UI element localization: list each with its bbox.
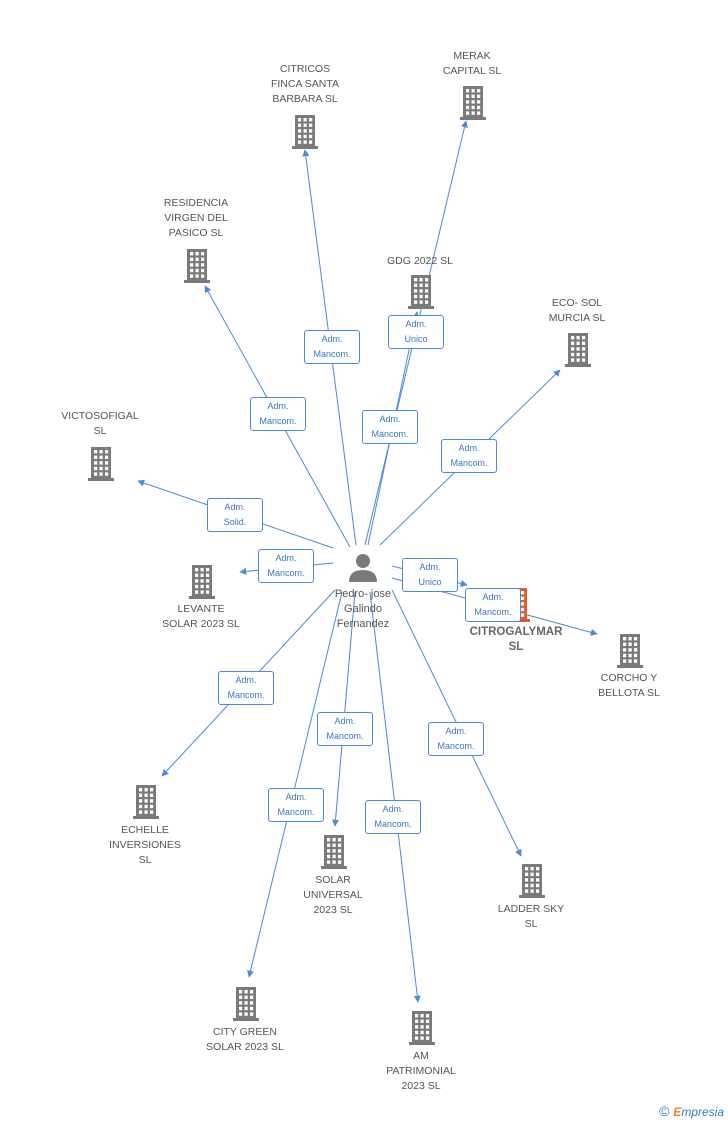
building-icon — [617, 634, 643, 668]
building-icon — [565, 333, 591, 367]
building-icon — [133, 785, 159, 819]
edge-label-corcho: Adm. Mancom. — [465, 588, 521, 622]
company-label-gdg[interactable]: GDG 2022 SL — [387, 255, 453, 267]
edge-am — [369, 591, 421, 1003]
company-label-merak[interactable]: MERAK CAPITAL SL — [442, 50, 502, 77]
building-icon — [321, 835, 347, 869]
company-label-levante[interactable]: LEVANTE SOLAR 2023 SL — [162, 603, 240, 630]
edge-label-residencia: Adm. Mancom. — [250, 397, 306, 431]
company-label-corcho[interactable]: CORCHO Y BELLOTA SL — [598, 672, 660, 699]
person-icon — [349, 554, 377, 582]
building-icon — [408, 275, 434, 309]
edge-label-echelle: Adm. Mancom. — [218, 671, 274, 705]
edge-label-citricos: Adm. Mancom. — [304, 330, 360, 364]
company-label-solaruniversal[interactable]: SOLAR UNIVERSAL 2023 SL — [303, 874, 363, 916]
company-label-citrogalymar[interactable]: CITROGALYMAR SL — [469, 626, 563, 653]
company-label-residencia[interactable]: RESIDENCIA VIRGEN DEL PASICO SL — [163, 197, 229, 239]
company-label-citygreen[interactable]: CITY GREEN SOLAR 2023 SL — [206, 1026, 284, 1053]
edge-label-ladder: Adm. Mancom. — [428, 722, 484, 756]
edge-citygreen — [247, 591, 343, 978]
company-label-echelle[interactable]: ECHELLE INVERSIONES SL — [109, 824, 181, 866]
edge-label-citrogalymar: Adm. Unico — [402, 558, 458, 592]
building-icon — [460, 86, 486, 120]
copyright-icon: © — [658, 1103, 670, 1119]
company-label-ecosol[interactable]: ECO- SOL MURCIA SL — [548, 297, 606, 324]
company-label-ladder[interactable]: LADDER SKY SL — [497, 903, 565, 930]
company-label-citricos[interactable]: CITRICOS FINCA SANTA BARBARA SL — [270, 63, 340, 105]
building-icon — [519, 864, 545, 898]
building-icon — [88, 447, 114, 481]
edge-label-solaruniversal: Adm. Mancom. — [317, 712, 373, 746]
edge-label-merak: Adm. Mancom. — [362, 410, 418, 444]
edge-label-levante: Adm. Mancom. — [258, 549, 314, 583]
brand-logo: ©Empresia — [658, 1103, 724, 1119]
building-icon — [233, 987, 259, 1021]
building-icon — [189, 565, 215, 599]
person-label[interactable]: Pedro- jose Galindo Fernandez — [334, 588, 392, 630]
edge-label-citygreen: Adm. Mancom. — [268, 788, 324, 822]
building-icon — [292, 115, 318, 149]
edge-solaruniversal — [332, 591, 356, 827]
building-icon — [184, 249, 210, 283]
edge-label-victosofigal: Adm. Solid. — [207, 498, 263, 532]
company-label-victosofigal[interactable]: VICTOSOFIGAL SL — [61, 410, 139, 437]
edge-label-am: Adm. Mancom. — [365, 800, 421, 834]
building-icon — [409, 1011, 435, 1045]
edge-label-gdg: Adm. Unico — [388, 315, 444, 349]
edge-label-ecosol: Adm. Mancom. — [441, 439, 497, 473]
company-label-am[interactable]: AM PATRIMONIAL 2023 SL — [386, 1050, 456, 1092]
